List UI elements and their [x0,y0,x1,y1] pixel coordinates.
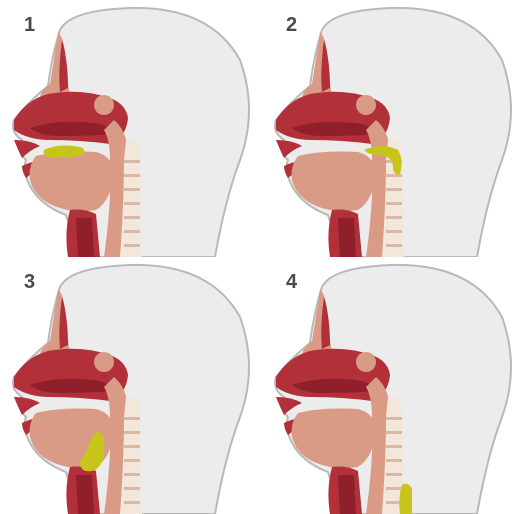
vertebral-disc [124,487,140,490]
vertebral-disc [124,459,140,462]
vertebral-disc [386,445,402,448]
vertebral-disc [124,431,140,434]
food-bolus [399,484,412,514]
adenoid [94,352,114,372]
vertebral-disc [124,244,140,247]
vertebral-disc [386,473,402,476]
step-number-4: 4 [286,271,297,294]
vertebral-disc [124,216,140,219]
adenoid [356,352,376,372]
vertebral-disc [386,487,402,490]
step-number-2: 2 [286,14,297,37]
vertebral-disc [386,417,402,420]
vertebral-disc [124,501,140,504]
vertebral-disc [124,445,140,448]
panel-step-2: 2 [262,0,524,257]
adenoid [356,95,376,115]
head-cross-section-4 [262,257,524,514]
vertebral-disc [124,160,140,163]
panel-step-3: 3 [0,257,262,514]
larynx [338,218,356,257]
larynx [338,475,356,514]
vertebral-disc [124,417,140,420]
vertebral-disc [124,473,140,476]
vertebral-disc [386,230,402,233]
vertebral-disc [386,216,402,219]
head-cross-section-1 [0,0,262,257]
step-number-1: 1 [24,14,35,37]
head-cross-section-3 [0,257,262,514]
vertebral-disc [386,244,402,247]
vertebral-disc [386,188,402,191]
vertebral-disc [124,202,140,205]
head-cross-section-2 [262,0,524,257]
larynx [76,218,94,257]
vertebral-disc [124,230,140,233]
adenoid [94,95,114,115]
vertebral-disc [124,188,140,191]
vertebral-disc [386,459,402,462]
vertebral-disc [386,202,402,205]
panel-step-4: 4 [262,257,524,514]
larynx [76,475,94,514]
step-number-3: 3 [24,271,35,294]
panel-step-1: 1 [0,0,262,257]
vertebral-disc [124,174,140,177]
vertebral-disc [386,431,402,434]
vertebral-disc [386,174,402,177]
